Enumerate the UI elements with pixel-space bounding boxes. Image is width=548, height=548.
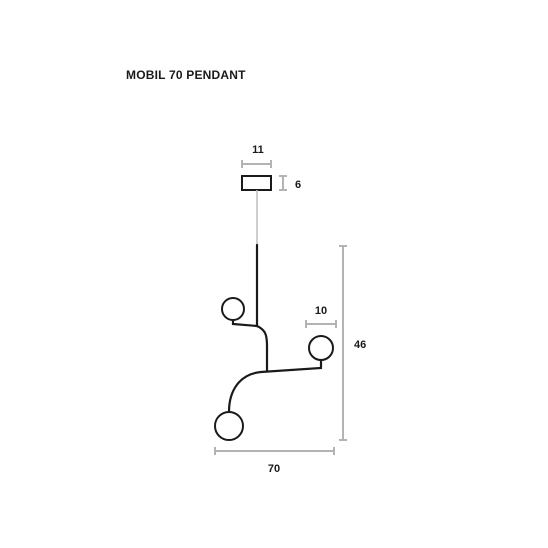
globe-diameter-dimension: [305, 320, 337, 328]
canopy-height-label: 6: [295, 179, 301, 191]
product-title: MOBIL 70 PENDANT: [126, 68, 246, 82]
canopy-width-dimension: [241, 160, 272, 168]
height-label: 46: [354, 339, 366, 351]
width-label: 70: [268, 463, 280, 475]
canopy: [241, 175, 272, 191]
canopy-height-dimension: [279, 175, 287, 191]
globe-diameter-label: 10: [315, 305, 327, 317]
height-dimension: [339, 245, 347, 441]
canopy-width-label: 11: [252, 144, 264, 156]
globe-top-left: [221, 297, 245, 321]
width-dimension: [214, 447, 335, 455]
globe-bottom: [214, 411, 244, 441]
fixture-arms: [227, 243, 323, 414]
globe-right: [308, 335, 334, 361]
